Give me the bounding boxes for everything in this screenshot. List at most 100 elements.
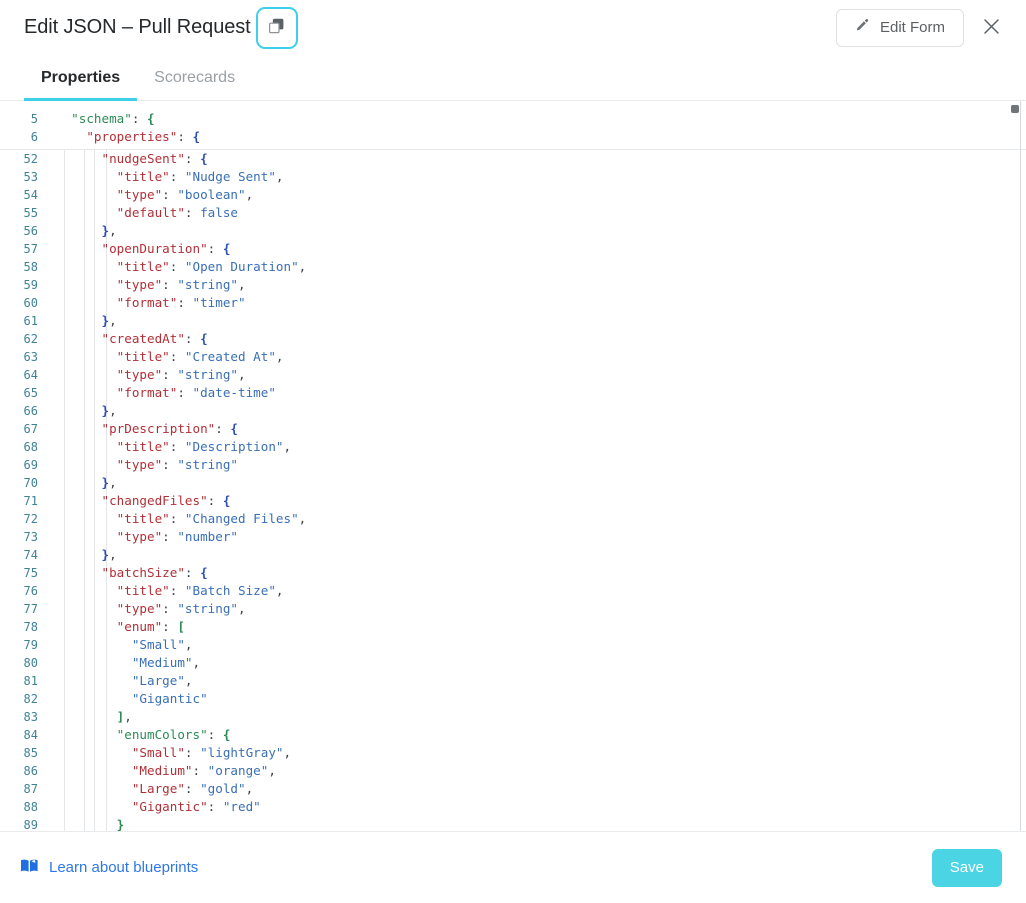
- line-content[interactable]: "title": "Batch Size",: [46, 582, 1026, 600]
- code-token: [56, 475, 102, 490]
- code-line[interactable]: 89 }: [0, 816, 1026, 831]
- code-token: :: [207, 799, 223, 814]
- code-line[interactable]: 60 "format": "timer": [0, 294, 1026, 312]
- line-content[interactable]: "Gigantic": [46, 690, 1026, 708]
- editor-scroll-body[interactable]: 52 "nudgeSent": {53 "title": "Nudge Sent…: [0, 150, 1026, 831]
- line-content[interactable]: },: [46, 474, 1026, 492]
- copy-icon: [268, 18, 285, 38]
- code-line[interactable]: 75 "batchSize": {: [0, 564, 1026, 582]
- code-line[interactable]: 73 "type": "number": [0, 528, 1026, 546]
- scrollbar-thumb[interactable]: [1011, 105, 1019, 113]
- line-content[interactable]: "enumColors": {: [46, 726, 1026, 744]
- line-content[interactable]: "format": "date-time": [46, 384, 1026, 402]
- code-line[interactable]: 80 "Medium",: [0, 654, 1026, 672]
- code-line[interactable]: 86 "Medium": "orange",: [0, 762, 1026, 780]
- line-content[interactable]: "title": "Changed Files",: [46, 510, 1026, 528]
- line-content[interactable]: "Large": "gold",: [46, 780, 1026, 798]
- line-content[interactable]: },: [46, 546, 1026, 564]
- line-content[interactable]: "type": "string",: [46, 600, 1026, 618]
- code-token: :: [162, 367, 178, 382]
- line-content[interactable]: "openDuration": {: [46, 240, 1026, 258]
- code-line[interactable]: 82 "Gigantic": [0, 690, 1026, 708]
- line-content[interactable]: "type": "number": [46, 528, 1026, 546]
- editor-code[interactable]: 52 "nudgeSent": {53 "title": "Nudge Sent…: [0, 150, 1026, 831]
- copy-icon-button[interactable]: [255, 6, 298, 49]
- line-content[interactable]: },: [46, 222, 1026, 240]
- code-token: "orange": [207, 763, 269, 778]
- line-content[interactable]: "Large",: [46, 672, 1026, 690]
- tab-properties[interactable]: Properties: [24, 55, 138, 101]
- line-content[interactable]: ],: [46, 708, 1026, 726]
- code-line[interactable]: 57 "openDuration": {: [0, 240, 1026, 258]
- code-line[interactable]: 85 "Small": "lightGray",: [0, 744, 1026, 762]
- line-content[interactable]: "title": "Created At",: [46, 348, 1026, 366]
- line-content[interactable]: "Small": "lightGray",: [46, 744, 1026, 762]
- line-content[interactable]: "batchSize": {: [46, 564, 1026, 582]
- line-content[interactable]: "title": "Nudge Sent",: [46, 168, 1026, 186]
- editor-vertical-scrollbar[interactable]: [1010, 101, 1020, 831]
- code-line[interactable]: 70 },: [0, 474, 1026, 492]
- code-line[interactable]: 79 "Small",: [0, 636, 1026, 654]
- code-line[interactable]: 81 "Large",: [0, 672, 1026, 690]
- code-line[interactable]: 72 "title": "Changed Files",: [0, 510, 1026, 528]
- code-line[interactable]: 64 "type": "string",: [0, 366, 1026, 384]
- save-button[interactable]: Save: [931, 848, 1002, 887]
- line-content[interactable]: "createdAt": {: [46, 330, 1026, 348]
- code-line[interactable]: 63 "title": "Created At",: [0, 348, 1026, 366]
- line-content[interactable]: "type": "boolean",: [46, 186, 1026, 204]
- code-line[interactable]: 77 "type": "string",: [0, 600, 1026, 618]
- line-content[interactable]: },: [46, 312, 1026, 330]
- code-line[interactable]: 62 "createdAt": {: [0, 330, 1026, 348]
- line-content[interactable]: "changedFiles": {: [46, 492, 1026, 510]
- code-line[interactable]: 88 "Gigantic": "red": [0, 798, 1026, 816]
- code-line[interactable]: 76 "title": "Batch Size",: [0, 582, 1026, 600]
- line-content[interactable]: "default": false: [46, 204, 1026, 222]
- code-token: [56, 241, 102, 256]
- code-line[interactable]: 74 },: [0, 546, 1026, 564]
- line-content[interactable]: "enum": [: [46, 618, 1026, 636]
- line-content[interactable]: "type": "string",: [46, 366, 1026, 384]
- code-line[interactable]: 61 },: [0, 312, 1026, 330]
- code-line[interactable]: 84 "enumColors": {: [0, 726, 1026, 744]
- code-line[interactable]: 71 "changedFiles": {: [0, 492, 1026, 510]
- code-token: :: [162, 187, 178, 202]
- tab-scorecards[interactable]: Scorecards: [137, 55, 252, 100]
- code-line[interactable]: 59 "type": "string",: [0, 276, 1026, 294]
- code-line[interactable]: 58 "title": "Open Duration",: [0, 258, 1026, 276]
- json-editor[interactable]: 5 "schema": {6 "properties": { 52 "nudge…: [0, 101, 1026, 831]
- code-line[interactable]: 83 ],: [0, 708, 1026, 726]
- code-line[interactable]: 87 "Large": "gold",: [0, 780, 1026, 798]
- line-content[interactable]: "format": "timer": [46, 294, 1026, 312]
- line-content[interactable]: "title": "Open Duration",: [46, 258, 1026, 276]
- line-content[interactable]: "type": "string": [46, 456, 1026, 474]
- code-token: ,: [238, 367, 246, 382]
- code-line[interactable]: 65 "format": "date-time": [0, 384, 1026, 402]
- code-line[interactable]: 66 },: [0, 402, 1026, 420]
- code-line[interactable]: 52 "nudgeSent": {: [0, 150, 1026, 168]
- code-line[interactable]: 67 "prDescription": {: [0, 420, 1026, 438]
- code-line[interactable]: 68 "title": "Description",: [0, 438, 1026, 456]
- line-number: 69: [23, 458, 38, 472]
- line-content[interactable]: "Small",: [46, 636, 1026, 654]
- code-line[interactable]: 69 "type": "string": [0, 456, 1026, 474]
- code-token: "string": [177, 457, 239, 472]
- line-content[interactable]: "Medium",: [46, 654, 1026, 672]
- code-line[interactable]: 54 "type": "boolean",: [0, 186, 1026, 204]
- line-content[interactable]: "Gigantic": "red": [46, 798, 1026, 816]
- line-content[interactable]: "Medium": "orange",: [46, 762, 1026, 780]
- code-token: :: [169, 583, 185, 598]
- header-actions: Edit Form: [835, 8, 1004, 47]
- close-button[interactable]: [978, 15, 1004, 41]
- line-content[interactable]: "nudgeSent": {: [46, 150, 1026, 168]
- code-line[interactable]: 56 },: [0, 222, 1026, 240]
- line-content[interactable]: "title": "Description",: [46, 438, 1026, 456]
- line-content[interactable]: }: [46, 816, 1026, 831]
- code-line[interactable]: 53 "title": "Nudge Sent",: [0, 168, 1026, 186]
- learn-about-blueprints-link[interactable]: Learn about blueprints: [20, 858, 198, 878]
- line-content[interactable]: "prDescription": {: [46, 420, 1026, 438]
- edit-form-button[interactable]: Edit Form: [835, 8, 964, 47]
- line-content[interactable]: "type": "string",: [46, 276, 1026, 294]
- code-line[interactable]: 78 "enum": [: [0, 618, 1026, 636]
- code-line[interactable]: 55 "default": false: [0, 204, 1026, 222]
- line-content[interactable]: },: [46, 402, 1026, 420]
